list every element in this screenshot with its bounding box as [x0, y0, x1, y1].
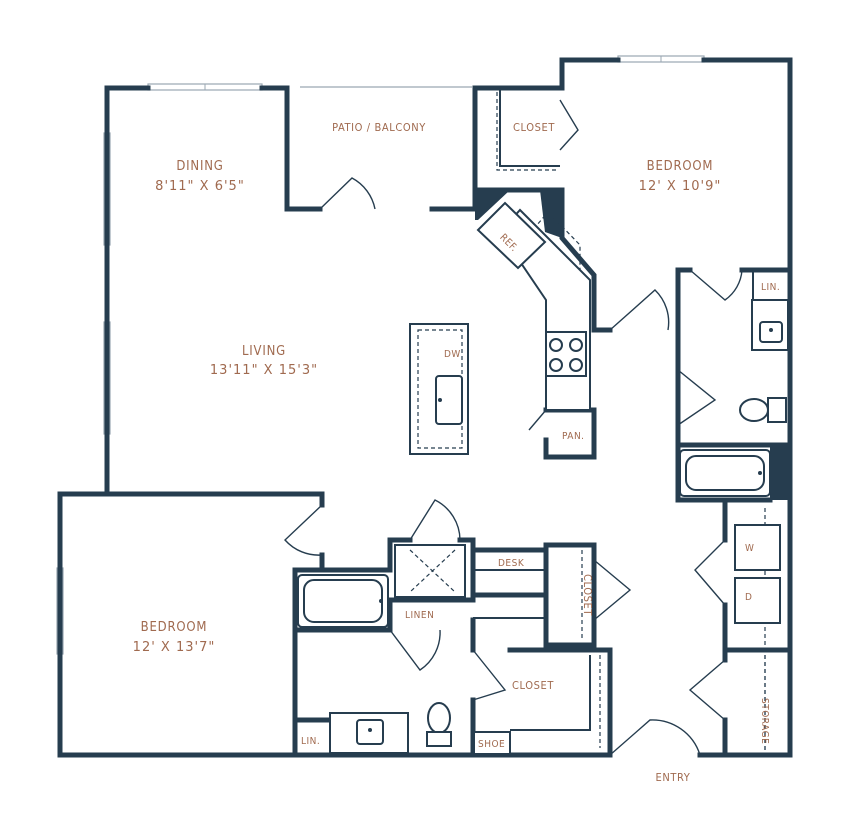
dryer-label: D [745, 592, 752, 603]
closet-bottom-name: CLOSET [512, 679, 554, 692]
windows [56, 55, 705, 655]
upper-bathroom: LIN. [679, 282, 789, 497]
kitchen: REF. DW PAN. [409, 201, 591, 455]
washer-label: W [745, 543, 754, 554]
closet-top-name: CLOSET [513, 121, 555, 134]
wall-fills [475, 190, 790, 500]
laundry: W D STORAGE [734, 524, 781, 752]
bedroom-top-dims: 12' X 10'9" [639, 179, 722, 194]
room-labels: DINING 8'11" X 6'5" PATIO / BALCONY CLOS… [133, 121, 722, 784]
kitchen-island: DW [409, 323, 469, 455]
living-dims: 13'11" X 15'3" [210, 363, 318, 378]
bedroom-bottom-dims: 12' X 13'7" [133, 640, 216, 655]
shoe-label: SHOE [478, 739, 505, 750]
doors [284, 99, 743, 756]
pantry-label: PAN. [562, 431, 585, 442]
dining-dims: 8'11" X 6'5" [155, 179, 245, 194]
lower-bathroom: LIN. LINEN [297, 544, 466, 754]
patio-name: PATIO / BALCONY [332, 121, 426, 134]
desk-label: DESK [498, 558, 525, 569]
entry-name: ENTRY [656, 771, 691, 784]
storage-label: STORAGE [759, 698, 770, 744]
walls [57, 57, 793, 758]
linen-label: LINEN [405, 610, 434, 621]
dining-name: DINING [176, 159, 223, 174]
dw-label: DW [444, 349, 461, 360]
refrigerator: REF. [476, 201, 547, 270]
lin-top-label: LIN. [761, 282, 780, 293]
bedroom-bottom-name: BEDROOM [141, 620, 208, 635]
closet-mid-name: CLOSET [581, 574, 594, 616]
lin-bottom-label: LIN. [301, 736, 320, 747]
bedroom-top-name: BEDROOM [647, 159, 714, 174]
living-name: LIVING [242, 344, 286, 359]
stove [545, 331, 587, 377]
